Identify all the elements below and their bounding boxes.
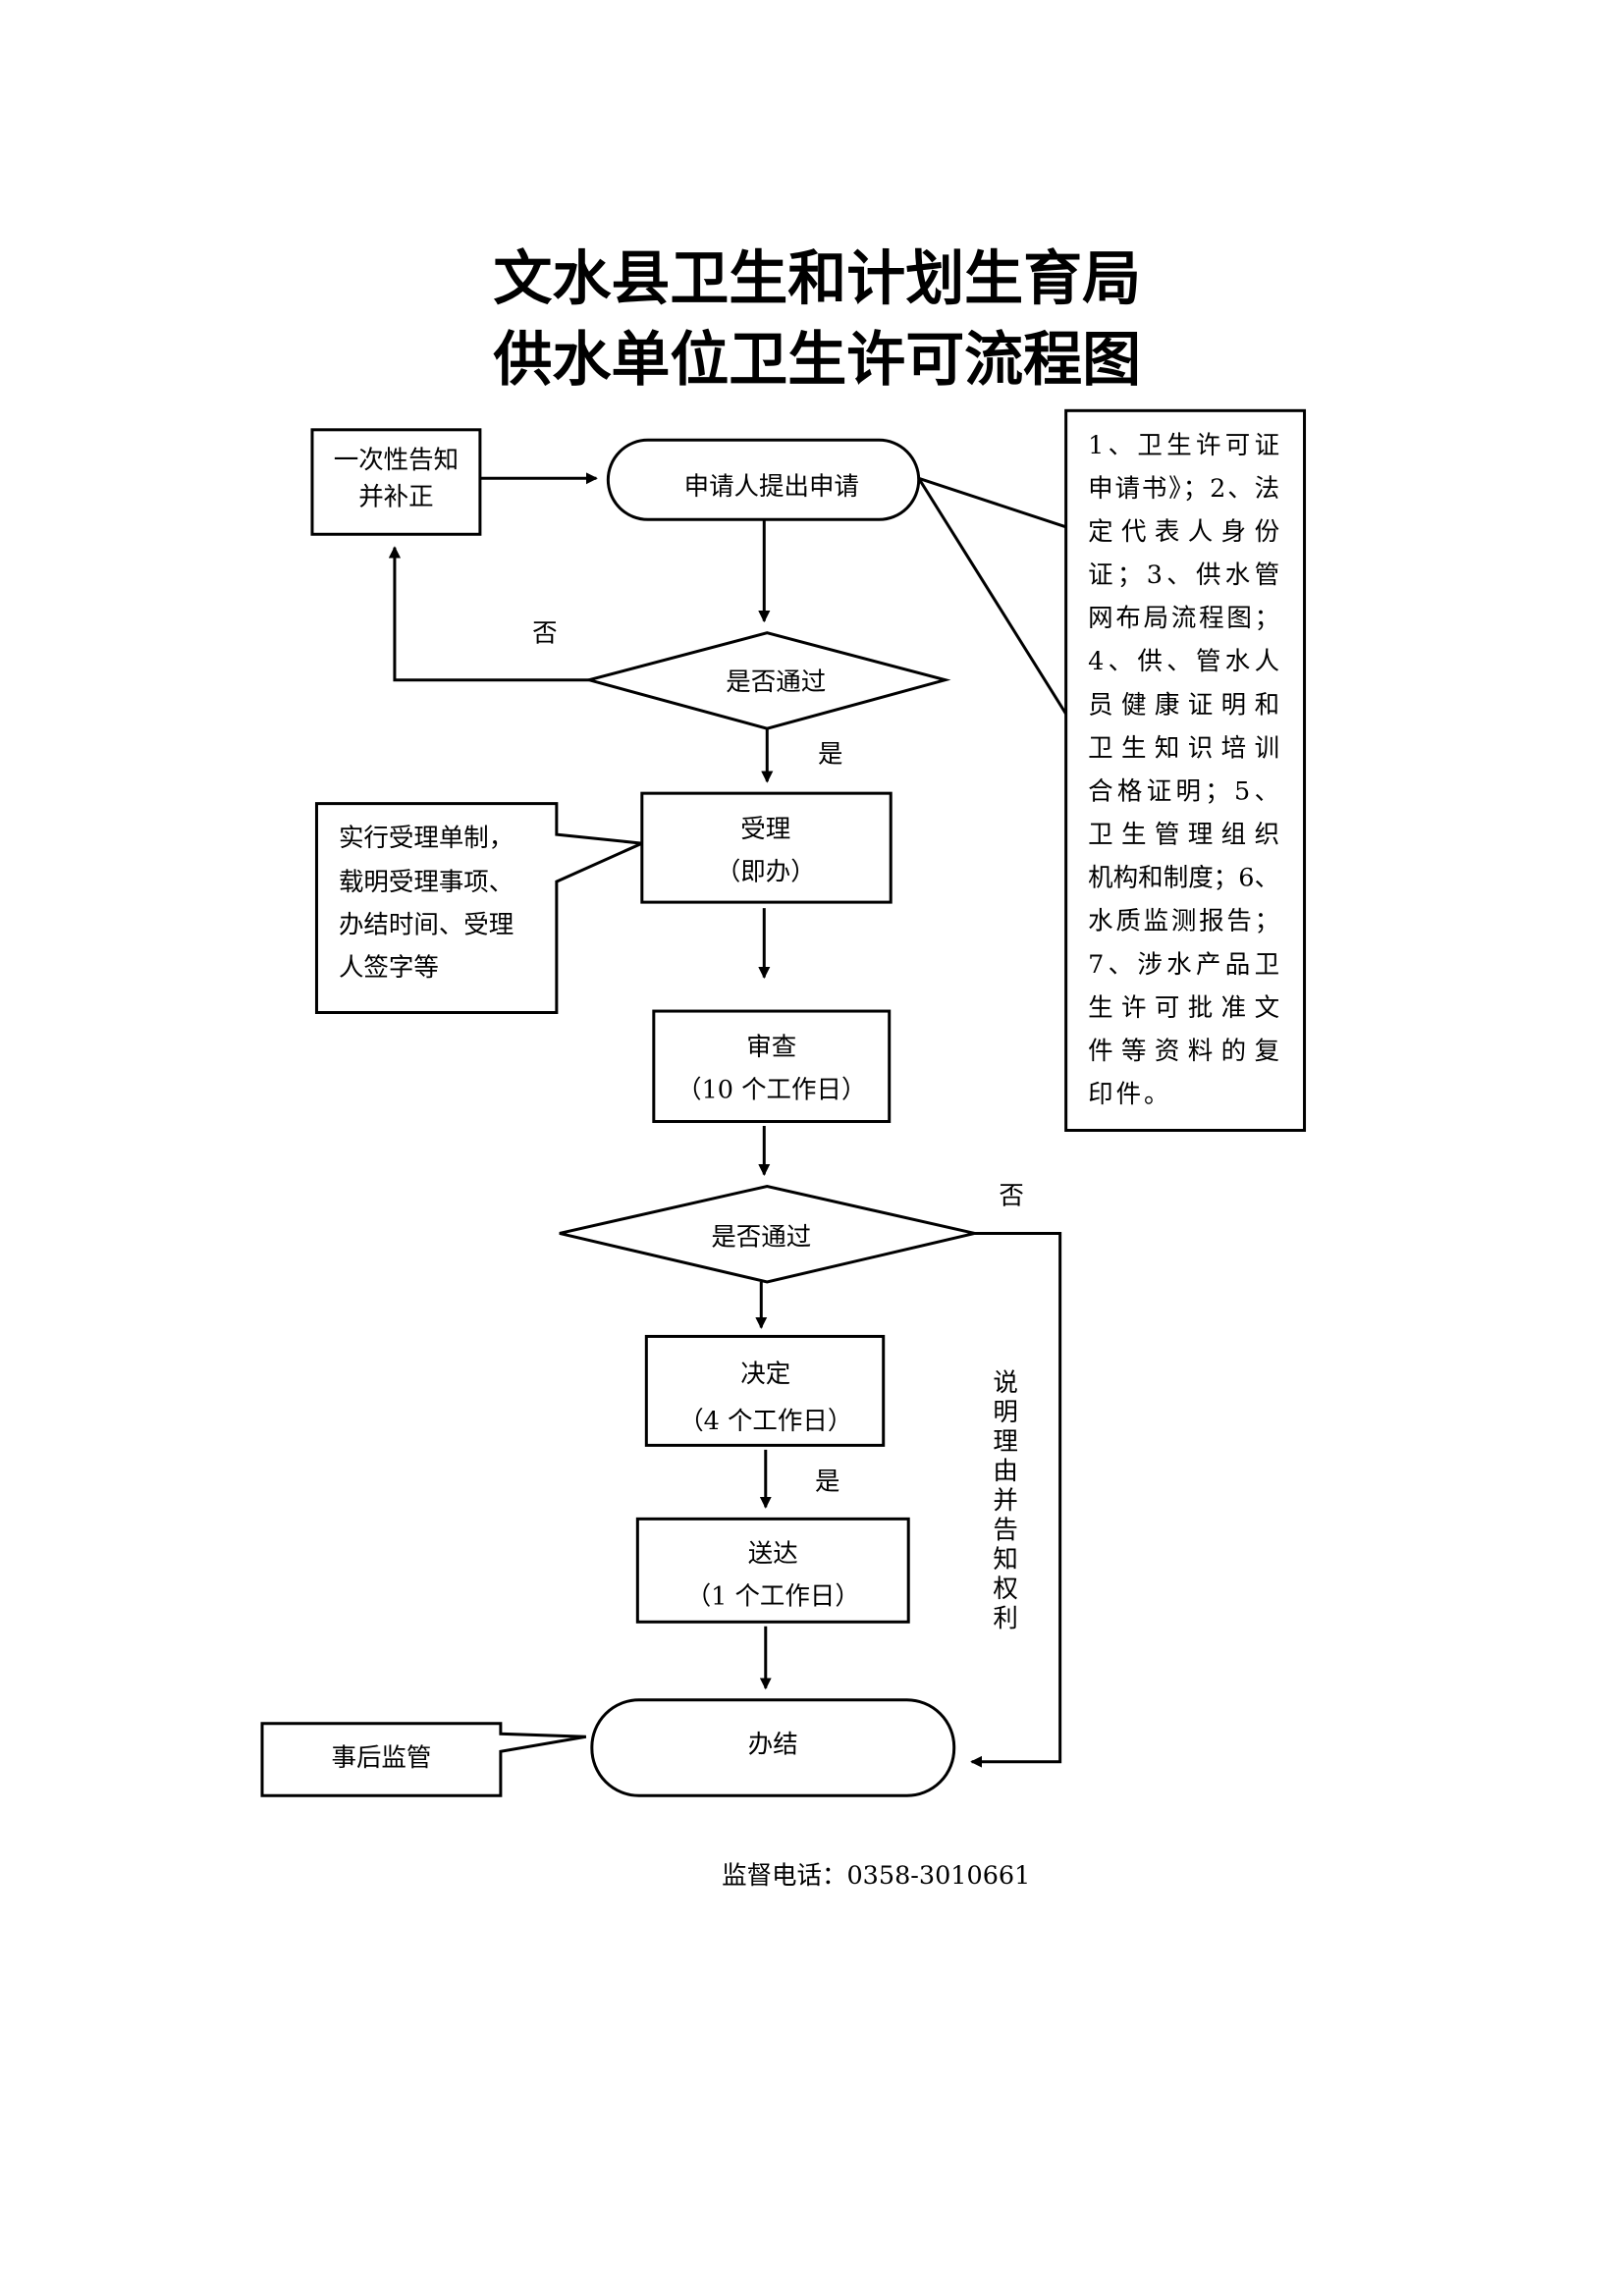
finish-terminal: 办结 (590, 1698, 956, 1797)
svg-text:是否通过: 是否通过 (726, 667, 826, 697)
svg-text:知: 知 (993, 1545, 1017, 1575)
reject-note: 说 明 理 由 并 告 知 权 利 (993, 1368, 1017, 1633)
apply-terminal: 申请人提出申请 (606, 438, 921, 521)
arrow-check2-no (972, 1231, 1062, 1761)
svg-text:理: 理 (993, 1427, 1017, 1457)
footer-phone: 监督电话：0358-3010661 (722, 1861, 1030, 1891)
svg-text:决定: 决定 (740, 1360, 790, 1389)
arrow-check1-no (395, 548, 589, 682)
materials-box: 1、卫生许可证申请书》；2、法定代表人身份证；3、供水管网布局流程图；4、供、管… (1064, 408, 1307, 1133)
svg-text:（即办）: （即办） (716, 858, 816, 887)
materials-line: 水质监测报告； (1088, 907, 1282, 936)
notify-box: 一次性告知 并补正 (310, 428, 482, 536)
label-yes-2: 是 (815, 1467, 839, 1496)
check1-decision: 是否通过 (583, 631, 951, 730)
materials-line: 4、供、管水人 (1088, 647, 1282, 676)
svg-text:说: 说 (993, 1368, 1017, 1398)
materials-line: 1、卫生许可证 (1088, 431, 1282, 460)
link-materials-b (917, 477, 1067, 715)
svg-text:并补正: 并补正 (358, 482, 433, 511)
connectors (395, 476, 1067, 1761)
label-yes-1: 是 (818, 740, 842, 770)
link-materials-a (918, 476, 1067, 529)
svg-text:明: 明 (993, 1398, 1017, 1427)
svg-text:实行受理单制，: 实行受理单制， (339, 824, 514, 853)
svg-text:告: 告 (993, 1516, 1017, 1545)
check2-decision: 是否通过 (559, 1184, 976, 1284)
materials-line: 合格证明；5、 (1088, 776, 1282, 806)
svg-text:审查: 审查 (746, 1033, 796, 1062)
review-box: 审查 （10 个工作日） (652, 1009, 892, 1124)
svg-text:权: 权 (993, 1575, 1017, 1604)
materials-line: 印件。 (1088, 1080, 1171, 1109)
svg-text:送达: 送达 (748, 1539, 798, 1569)
svg-text:一次性告知: 一次性告知 (334, 446, 459, 475)
title-line-1: 文水县卫生和计划生育局 (493, 244, 1141, 313)
svg-text:利: 利 (993, 1604, 1017, 1633)
svg-text:由: 由 (993, 1457, 1017, 1486)
materials-line: 7、涉水产品卫 (1088, 950, 1282, 980)
svg-text:（10 个工作日）: （10 个工作日） (677, 1076, 866, 1105)
svg-text:办结: 办结 (748, 1731, 798, 1760)
svg-text:申请人提出申请: 申请人提出申请 (684, 472, 859, 502)
svg-text:事后监管: 事后监管 (331, 1743, 431, 1773)
title-line-2: 供水单位卫生许可流程图 (493, 326, 1141, 395)
materials-line: 申请书》；2、法 (1088, 474, 1282, 504)
svg-text:并: 并 (993, 1486, 1017, 1516)
deliver-box: 送达 （1 个工作日） (635, 1517, 910, 1624)
materials-line: 机构和制度；6、 (1088, 864, 1282, 893)
svg-text:人签字等: 人签字等 (339, 953, 439, 983)
svg-text:载明受理事项、: 载明受理事项、 (339, 868, 514, 897)
svg-text:是否通过: 是否通过 (711, 1222, 811, 1252)
svg-text:受理: 受理 (740, 815, 790, 844)
accept-note-callout: 实行受理单制， 载明受理事项、 办结时间、受理 人签字等 (314, 802, 648, 1015)
label-no-1: 否 (532, 619, 557, 649)
decide-box: 决定 （4 个工作日） (644, 1334, 886, 1447)
supervise-callout: 事后监管 (260, 1722, 587, 1797)
accept-box: 受理 （即办） (640, 791, 893, 904)
label-no-2: 否 (999, 1181, 1023, 1210)
svg-text:（4 个工作日）: （4 个工作日） (678, 1407, 852, 1436)
materials-line: 证；3、供水管 (1088, 561, 1282, 590)
materials-line: 网布局流程图； (1088, 604, 1282, 633)
svg-text:办结时间、受理: 办结时间、受理 (339, 911, 514, 940)
svg-text:（1 个工作日）: （1 个工作日） (686, 1581, 860, 1611)
